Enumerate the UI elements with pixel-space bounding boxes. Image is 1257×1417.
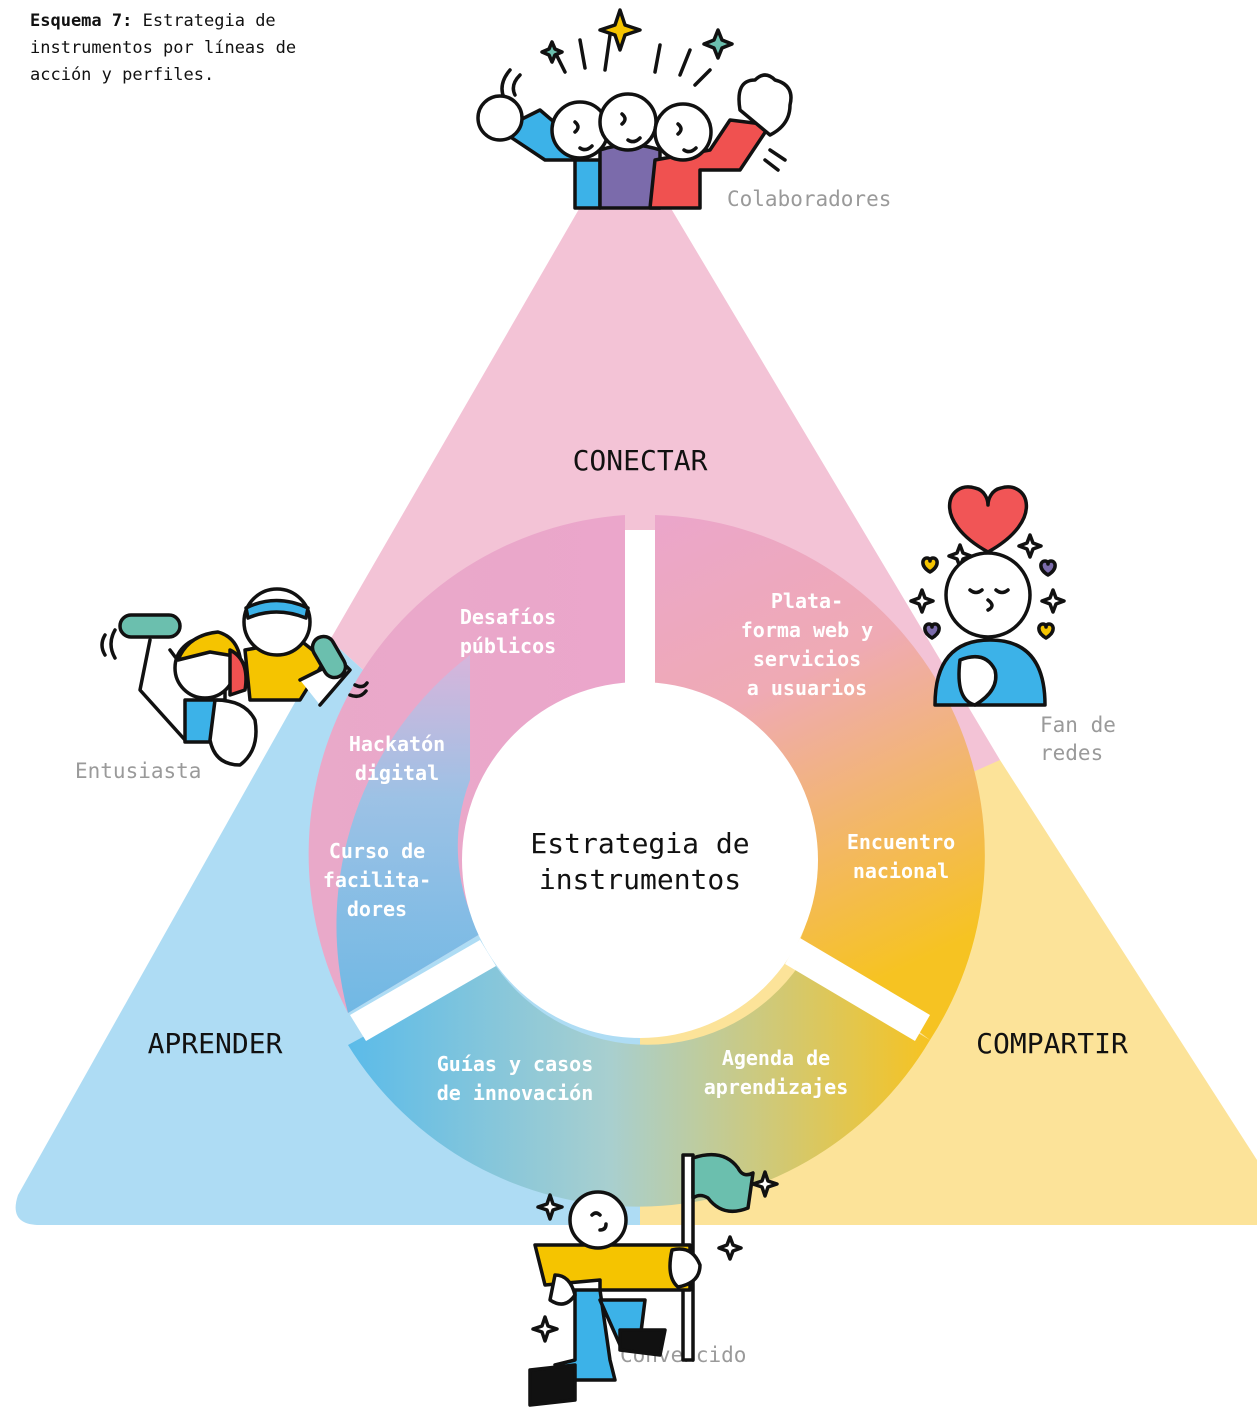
instrument-agenda: Agenda de aprendizajes [704,1046,849,1099]
instrument-curso: Curso de facilita- dores [323,839,431,921]
instrument-encuentro-line1: Encuentro [847,830,955,854]
profile-fan-line2: redes [1040,741,1103,765]
caption-label: Esquema 7: [30,11,133,31]
profile-entusiasta: Entusiasta [75,759,201,783]
action-line-aprender: APRENDER [148,1027,283,1060]
instrument-plataforma-line1: Plata- [771,589,843,613]
ring-gap-left [350,940,496,1041]
action-line-compartir: COMPARTIR [976,1027,1128,1060]
ring-hole [462,682,818,1038]
instrument-plataforma-line3: servicios [753,647,861,671]
instrument-guias-line1: Guías y casos [437,1052,594,1076]
instrument-plataforma-line4: a usuarios [747,676,867,700]
figure-caption: Esquema 7: Estrategia de instrumentos po… [30,8,360,89]
instrument-encuentro: Encuentro nacional [847,830,955,883]
action-line-conectar: CONECTAR [573,444,708,477]
profile-fan-line1: Fan de [1040,713,1116,737]
instrument-guias-line2: de innovación [437,1081,594,1105]
entusiasta-illustration [100,587,369,767]
instrument-hackaton: Hackatón digital [349,732,445,785]
fan-illustration [909,485,1066,707]
instrument-hackaton-line2: digital [355,761,439,785]
profile-colaboradores: Colaboradores [727,187,891,211]
instrument-plataforma: Plata- forma web y servicios a usuarios [741,589,873,700]
ring-segment-bottom [348,964,930,1207]
instrument-ring [308,515,985,1207]
center-title-line1: Estrategia de [530,827,749,860]
instrument-desafios-line1: Desafíos [460,605,556,629]
ring-gap-top [625,530,655,690]
instrument-desafios: Desafíos públicos [460,605,556,658]
instrument-hackaton-line1: Hackatón [349,732,445,756]
instrument-encuentro-line2: nacional [853,859,949,883]
ring-gap-right [785,938,930,1041]
instrument-plataforma-line2: forma web y [741,618,873,642]
instrument-agenda-line1: Agenda de [722,1046,830,1070]
ring-overlay-left [336,655,480,1013]
ring-segment-conectar-right [655,515,985,1040]
instrument-desafios-line2: públicos [460,634,556,658]
center-title-line2: instrumentos [539,863,741,896]
instrument-guias: Guías y casos de innovación [437,1052,594,1105]
convencido-illustration [528,1152,779,1407]
caption-text: Estrategia de instrumentos por líneas de… [30,11,297,85]
colaboradores-illustration [476,8,793,210]
instrument-curso-line1: Curso de [329,839,425,863]
instrument-curso-line2: facilita- [323,868,431,892]
instrument-curso-line3: dores [347,897,407,921]
instrument-agenda-line2: aprendizajes [704,1075,849,1099]
